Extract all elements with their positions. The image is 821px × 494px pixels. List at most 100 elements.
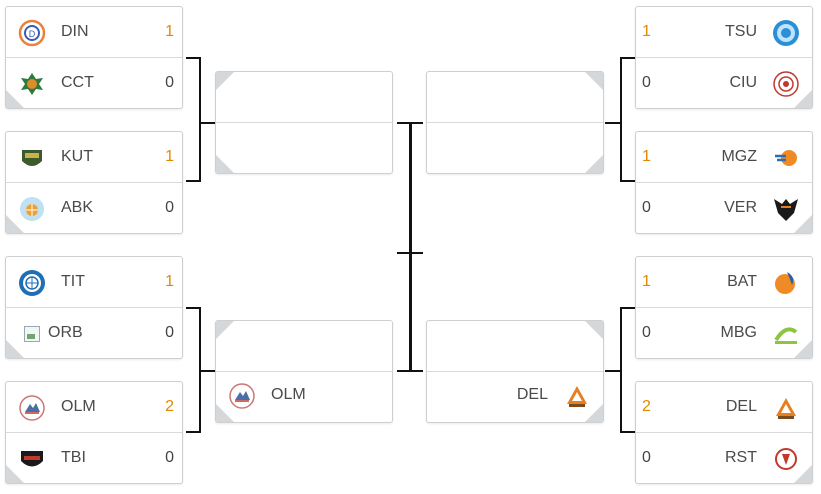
team-name: DIN (61, 23, 89, 40)
corner-decoration (794, 90, 812, 108)
team-row-empty[interactable] (427, 123, 603, 173)
mbg-logo (774, 327, 798, 344)
match-card-kut-abk[interactable]: KUT 1 ABK 0 (5, 131, 183, 234)
match-card-tsu-ciu[interactable]: TSU 1 CIU 0 (635, 6, 813, 109)
bracket-connector (409, 122, 412, 372)
ciu-logo (773, 71, 799, 97)
bracket-connector (620, 307, 635, 309)
team-row-del[interactable]: DEL 2 (636, 382, 812, 433)
match-card-din-cct[interactable]: D DIN 1 CCT 0 (5, 6, 183, 109)
broken-image-icon (24, 326, 40, 342)
team-name: OLM (271, 386, 306, 403)
match-card-olm-tbi[interactable]: OLM 2 TBI 0 (5, 381, 183, 484)
corner-decoration (216, 321, 234, 339)
team-name: DEL (725, 398, 757, 415)
abk-logo (20, 197, 44, 221)
team-row-rst[interactable]: RST 0 (636, 433, 812, 483)
team-name: TSU (725, 23, 757, 40)
team-name: ABK (61, 199, 94, 216)
bracket-connector (199, 57, 201, 182)
match-card-mgz-ver[interactable]: MGZ 1 VER 0 (635, 131, 813, 234)
kut-logo (22, 150, 42, 166)
team-name: TBI (61, 449, 86, 466)
corner-decoration (585, 404, 603, 422)
corner-decoration (794, 215, 812, 233)
match-card-left-semi-bottom[interactable]: OLM (215, 320, 393, 423)
team-row-empty[interactable] (427, 321, 603, 372)
corner-decoration (216, 155, 234, 173)
team-score: 0 (642, 324, 651, 341)
bracket-connector (620, 57, 622, 182)
corner-decoration (585, 72, 603, 90)
team-score: 2 (165, 398, 174, 415)
match-card-left-semi-top[interactable] (215, 71, 393, 174)
team-row-empty[interactable] (216, 321, 392, 372)
bracket-connector (605, 370, 621, 372)
team-row-empty[interactable] (216, 72, 392, 123)
team-name: ORB (48, 324, 83, 341)
team-row-olm[interactable]: OLM (216, 372, 392, 422)
tsu-logo (773, 20, 799, 46)
team-row-din[interactable]: D DIN 1 (6, 7, 182, 58)
team-score: 0 (165, 199, 174, 216)
bracket-connector (186, 180, 201, 182)
team-name: OLM (61, 398, 96, 415)
bracket-connector (620, 180, 635, 182)
corner-decoration (216, 404, 234, 422)
team-score: 1 (642, 23, 651, 40)
team-row-ciu[interactable]: CIU 0 (636, 58, 812, 108)
match-card-right-semi-bottom[interactable]: DEL (426, 320, 604, 423)
corner-decoration (216, 72, 234, 90)
olm-logo (19, 395, 45, 421)
din-logo: D (18, 19, 46, 47)
team-row-orb[interactable]: ORB 0 (6, 308, 182, 358)
team-row-tit[interactable]: TIT 1 (6, 257, 182, 308)
team-score: 0 (642, 449, 651, 466)
team-row-del[interactable]: DEL (427, 372, 603, 422)
team-row-tbi[interactable]: TBI 0 (6, 433, 182, 483)
team-score: 2 (642, 398, 651, 415)
del-logo (567, 386, 587, 407)
bracket-connector (186, 57, 201, 59)
team-name: MBG (720, 324, 757, 341)
team-name: BAT (727, 273, 757, 290)
team-row-cct[interactable]: CCT 0 (6, 58, 182, 108)
team-row-mbg[interactable]: MBG 0 (636, 308, 812, 358)
team-row-empty[interactable] (427, 72, 603, 123)
bracket-connector (397, 252, 423, 254)
svg-text:D: D (29, 29, 36, 39)
team-score: 0 (165, 449, 174, 466)
tbi-logo (21, 451, 43, 467)
team-row-ver[interactable]: VER 0 (636, 183, 812, 233)
corner-decoration (6, 340, 24, 358)
corner-decoration (585, 155, 603, 173)
ver-logo (774, 199, 798, 221)
match-card-tit-orb[interactable]: TIT 1 ORB 0 (5, 256, 183, 359)
team-score: 0 (165, 324, 174, 341)
team-row-kut[interactable]: KUT 1 (6, 132, 182, 183)
bracket-connector (620, 307, 622, 433)
corner-decoration (6, 465, 24, 483)
bracket-connector (605, 122, 621, 124)
corner-decoration (6, 215, 24, 233)
bracket-connector (199, 122, 215, 124)
team-score: 0 (165, 74, 174, 91)
team-row-mgz[interactable]: MGZ 1 (636, 132, 812, 183)
team-name: KUT (61, 148, 93, 165)
team-row-olm[interactable]: OLM 2 (6, 382, 182, 433)
team-row-tsu[interactable]: TSU 1 (636, 7, 812, 58)
team-row-empty[interactable] (216, 123, 392, 173)
match-card-bat-mbg[interactable]: BAT 1 MBG 0 (635, 256, 813, 359)
team-row-bat[interactable]: BAT 1 (636, 257, 812, 308)
corner-decoration (794, 340, 812, 358)
del-logo (776, 398, 796, 419)
cct-logo (21, 73, 43, 95)
match-card-right-semi-top[interactable] (426, 71, 604, 174)
team-name: DEL (516, 386, 548, 403)
match-card-del-rst[interactable]: DEL 2 RST 0 (635, 381, 813, 484)
team-score: 1 (165, 148, 174, 165)
rst-logo (775, 448, 797, 470)
corner-decoration (6, 90, 24, 108)
team-row-abk[interactable]: ABK 0 (6, 183, 182, 233)
bracket-connector (620, 57, 635, 59)
